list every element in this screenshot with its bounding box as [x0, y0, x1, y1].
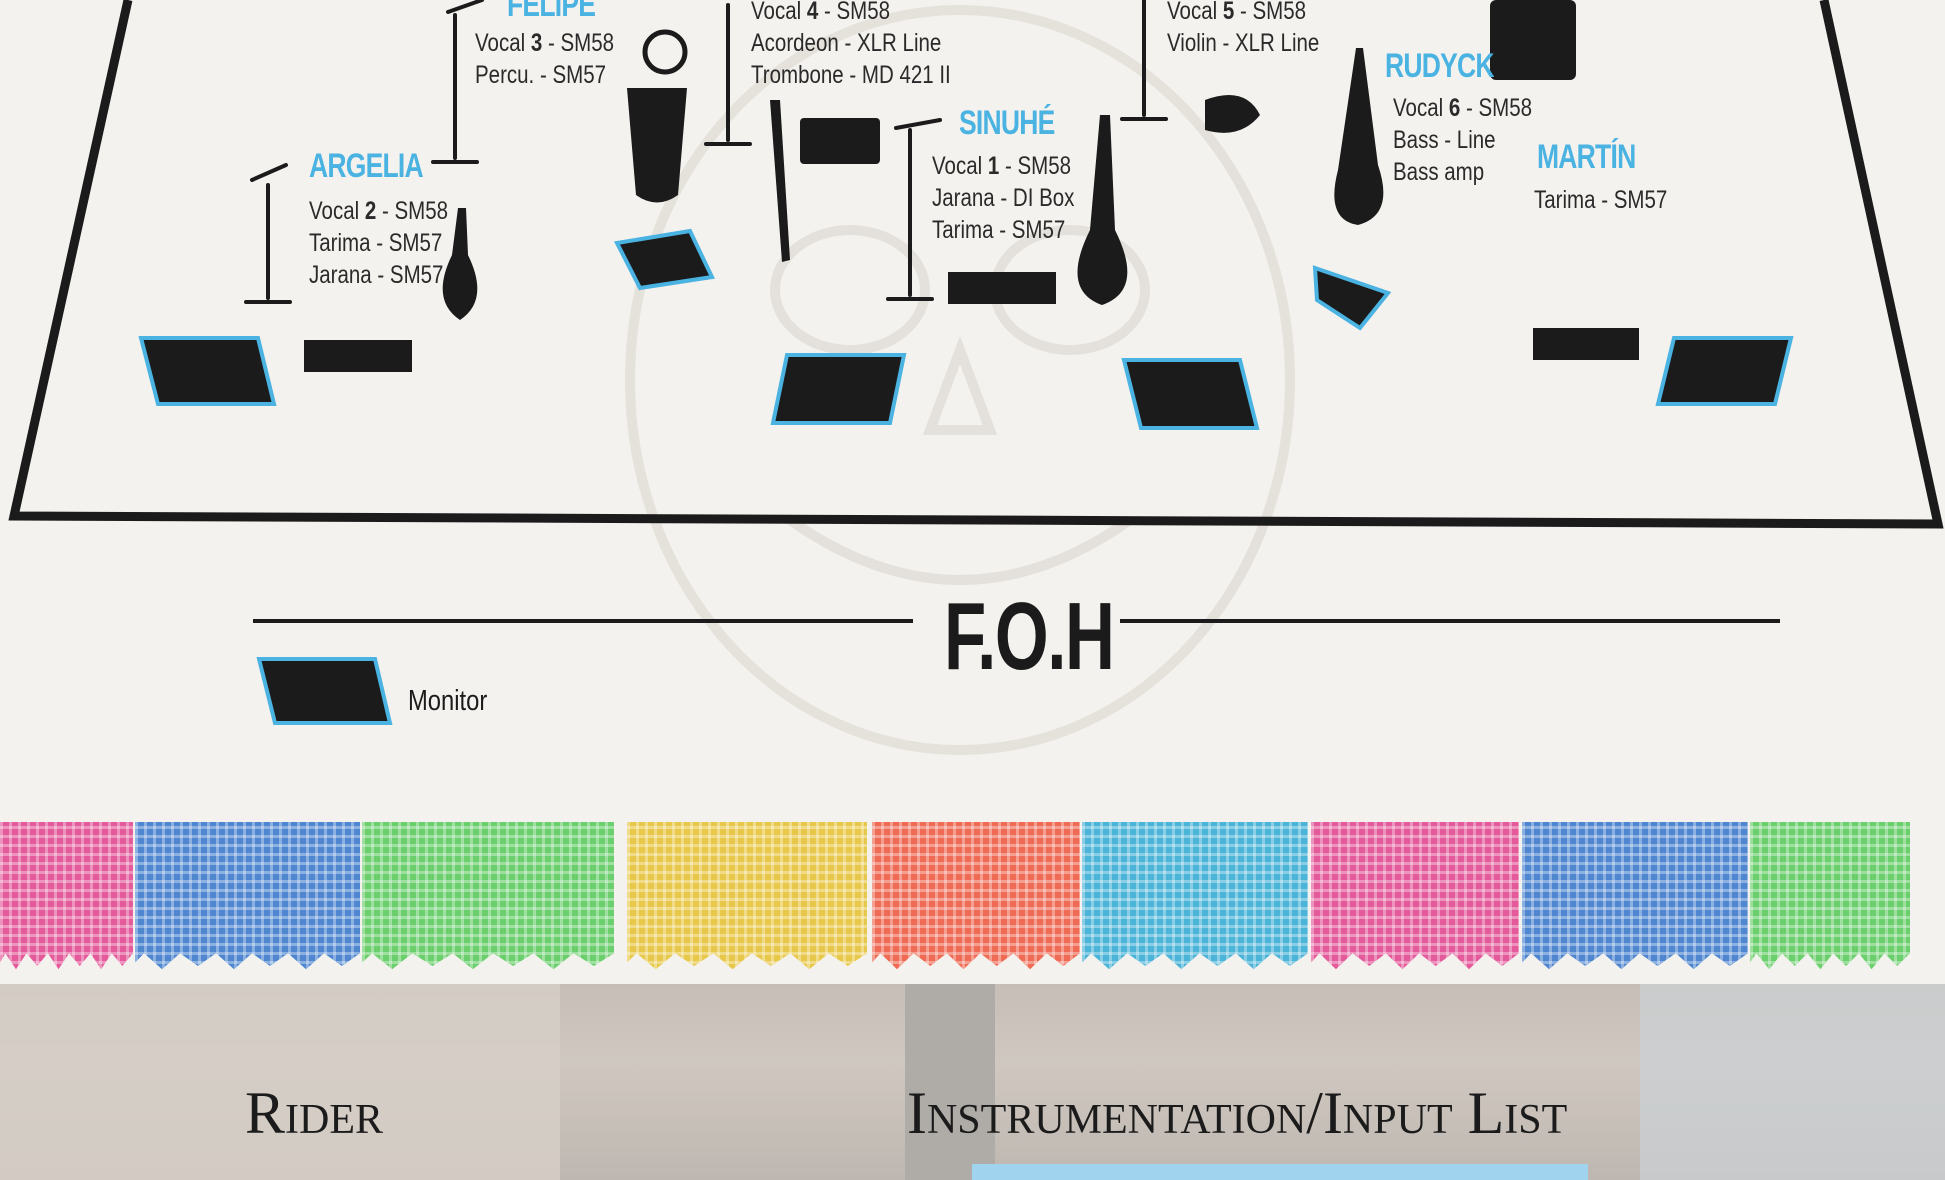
input-list-title: Instrumentation/Input List	[907, 1080, 1568, 1146]
performer-inputs-felipe: Vocal 3 - SM58 Percu. - SM57	[475, 27, 614, 91]
papel-picado-flag	[1750, 822, 1910, 970]
input-line: Jarana - SM57	[309, 261, 444, 289]
papel-picado-flag	[0, 822, 133, 970]
papel-picado-flag	[362, 822, 614, 970]
photo-veil	[0, 984, 1945, 1180]
skull-watermark	[625, 5, 1295, 755]
monitor-icon	[1312, 265, 1392, 331]
tarima-platform	[948, 272, 1056, 304]
input-line: Acordeon - XLR Line	[751, 29, 942, 57]
tarima-platform	[304, 340, 412, 372]
performer-name-rudyck: RUDYCK	[1385, 47, 1495, 85]
input-line: Tarima - SM57	[1534, 186, 1668, 214]
mic-stand-icon	[431, 0, 484, 164]
papel-picado-flag	[627, 822, 867, 970]
conga-icon	[627, 88, 687, 203]
mic-stand-icon	[886, 118, 942, 301]
input-list-table-header	[972, 1164, 1588, 1180]
input-line: Vocal 3 - SM58	[475, 29, 615, 57]
monitor-icon	[138, 336, 277, 406]
input-line: Percu. - SM57	[475, 61, 607, 89]
monitor-icon	[1121, 358, 1260, 430]
violin-icon	[1205, 70, 1310, 133]
performer-inputs-center-right: Vocal 5 - SM58 Violin - XLR Line	[1167, 0, 1319, 59]
mic-stand-icon	[244, 163, 292, 304]
input-line: Vocal 1 - SM58	[932, 152, 1072, 180]
performer-inputs-sinuhe: Vocal 1 - SM58 Jarana - DI Box Tarima - …	[932, 150, 1074, 246]
tambourine-icon	[642, 29, 688, 75]
performer-name-sinuhe: SINUHÉ	[959, 104, 1055, 142]
monitor-icon	[770, 353, 907, 425]
performer-inputs-martin: Tarima - SM57	[1534, 184, 1667, 216]
bass-amp-icon	[1490, 0, 1576, 80]
input-line: Bass amp	[1393, 158, 1485, 186]
papel-picado-flag	[1311, 822, 1519, 970]
input-line: Jarana - DI Box	[932, 184, 1075, 212]
mic-stand-icon	[704, 3, 752, 146]
input-line: Vocal 2 - SM58	[309, 197, 449, 225]
photo-background: Rider Instrumentation/Input List	[0, 984, 1945, 1180]
rider-title: Rider	[245, 1080, 384, 1146]
mic-stand-icon	[1120, 0, 1168, 121]
foh-label: F.O.H	[944, 583, 1115, 690]
input-line: Vocal 4 - SM58	[751, 0, 891, 25]
input-line: Trombone - MD 421 II	[751, 61, 951, 89]
performer-inputs-argelia: Vocal 2 - SM58 Tarima - SM57 Jarana - SM…	[309, 195, 448, 291]
monitor-icon	[1655, 336, 1794, 406]
bass-guitar-icon	[1334, 48, 1384, 225]
input-line: Violin - XLR Line	[1167, 29, 1320, 57]
input-line: Bass - Line	[1393, 126, 1496, 154]
guitar-icon	[1077, 115, 1128, 305]
jarana-icon	[442, 208, 478, 320]
foh-divider-right	[1120, 619, 1780, 623]
monitor-icon	[613, 228, 715, 291]
performer-name-felipe: FELIPE	[507, 0, 596, 24]
performer-inputs-center-left: Vocal 4 - SM58 Acordeon - XLR Line Tromb…	[751, 0, 951, 91]
monitor-wedges	[138, 228, 1794, 430]
performer-inputs-rudyck: Vocal 6 - SM58 Bass - Line Bass amp	[1393, 92, 1532, 188]
trombone-icon	[770, 100, 790, 262]
performer-name-martin: MARTÍN	[1537, 138, 1636, 176]
input-line: Tarima - SM57	[309, 229, 443, 257]
accordion-icon	[800, 118, 880, 164]
input-line: Vocal 5 - SM58	[1167, 0, 1307, 25]
legend-monitor-label: Monitor	[408, 685, 488, 717]
input-line: Vocal 6 - SM58	[1393, 94, 1533, 122]
performer-name-argelia: ARGELIA	[309, 147, 424, 185]
input-line: Tarima - SM57	[932, 216, 1066, 244]
papel-picado-flag	[872, 822, 1080, 970]
tarima-platform	[1533, 328, 1639, 360]
stage-outline	[8, 0, 1944, 529]
papel-picado-banner	[0, 822, 1945, 984]
papel-picado-flag	[135, 822, 360, 970]
papel-picado-flag	[1522, 822, 1748, 970]
papel-picado-flag	[1082, 822, 1308, 970]
legend-monitor-icon	[256, 657, 393, 725]
stage-instruments	[244, 0, 1576, 320]
foh-divider-left	[253, 619, 913, 623]
